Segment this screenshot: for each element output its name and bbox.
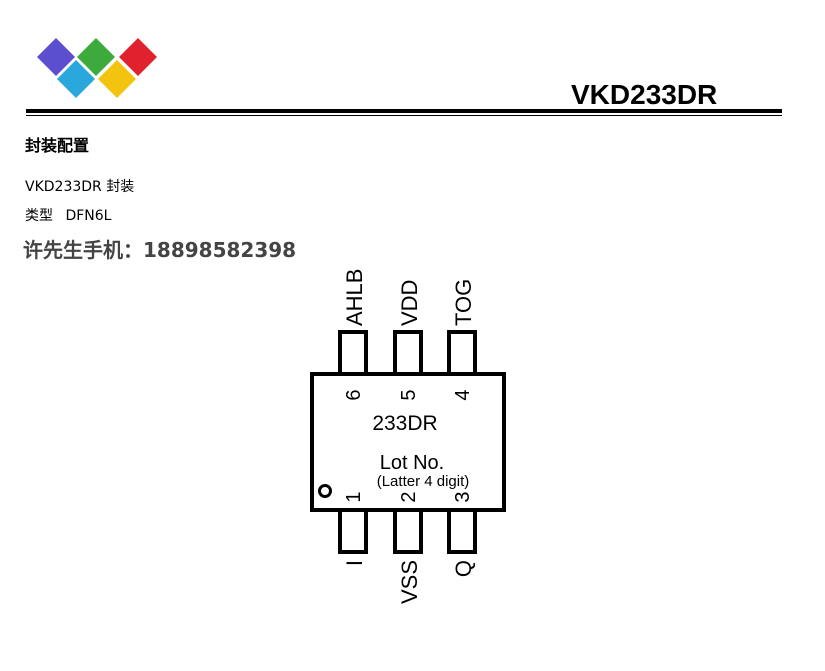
header-rule-thin bbox=[26, 115, 782, 116]
type-value: DFN6L bbox=[65, 208, 112, 224]
part-number-title: VKD233DR bbox=[571, 79, 718, 110]
pin-3-name: Q bbox=[451, 560, 476, 577]
pin-1-lead bbox=[338, 508, 368, 554]
pin-4-name: TOG bbox=[451, 279, 476, 326]
pin-6-name: AHLB bbox=[342, 269, 367, 326]
header-rule-thick bbox=[26, 109, 782, 113]
pin-4-lead bbox=[447, 330, 477, 376]
pin-1-name: I bbox=[342, 560, 367, 566]
type-label: 类型 bbox=[25, 208, 53, 224]
pin-1-indicator bbox=[318, 484, 332, 498]
pin-5-number: 5 bbox=[398, 389, 420, 400]
company-logo bbox=[37, 38, 157, 98]
logo-diamond-red bbox=[119, 38, 157, 76]
section-heading: 封装配置 bbox=[25, 136, 90, 155]
logo-diamond-blue bbox=[57, 60, 95, 98]
marking-top: 233DR bbox=[372, 412, 437, 435]
logo-diamond-green bbox=[77, 38, 115, 76]
pin-5-name: VDD bbox=[397, 280, 422, 326]
pin-2-number: 2 bbox=[398, 491, 420, 502]
package-line: VKD233DR 封装 bbox=[25, 179, 135, 195]
package-body bbox=[310, 372, 506, 512]
pin-3-number: 3 bbox=[452, 491, 474, 502]
logo-diamond-purple bbox=[37, 38, 75, 76]
pin-2-lead bbox=[393, 508, 423, 554]
marking-lot: Lot No. bbox=[380, 452, 444, 474]
type-line: 类型 DFN6L bbox=[25, 205, 111, 225]
pin-6-number: 6 bbox=[343, 389, 365, 400]
marking-lot-note: (Latter 4 digit) bbox=[377, 473, 470, 490]
contact-line: 许先生手机：18898582398 bbox=[23, 238, 297, 262]
pin-5-lead bbox=[393, 330, 423, 376]
pin-3-lead bbox=[447, 508, 477, 554]
pin-1-number: 1 bbox=[343, 491, 365, 502]
package-pinout-drawing: 233DR Lot No. (Latter 4 digit) 6 5 4 AHL… bbox=[310, 269, 506, 604]
pin-4-number: 4 bbox=[452, 389, 474, 400]
logo-diamond-yellow bbox=[98, 60, 136, 98]
pin-6-lead bbox=[338, 330, 368, 376]
pin-2-name: VSS bbox=[397, 560, 422, 604]
